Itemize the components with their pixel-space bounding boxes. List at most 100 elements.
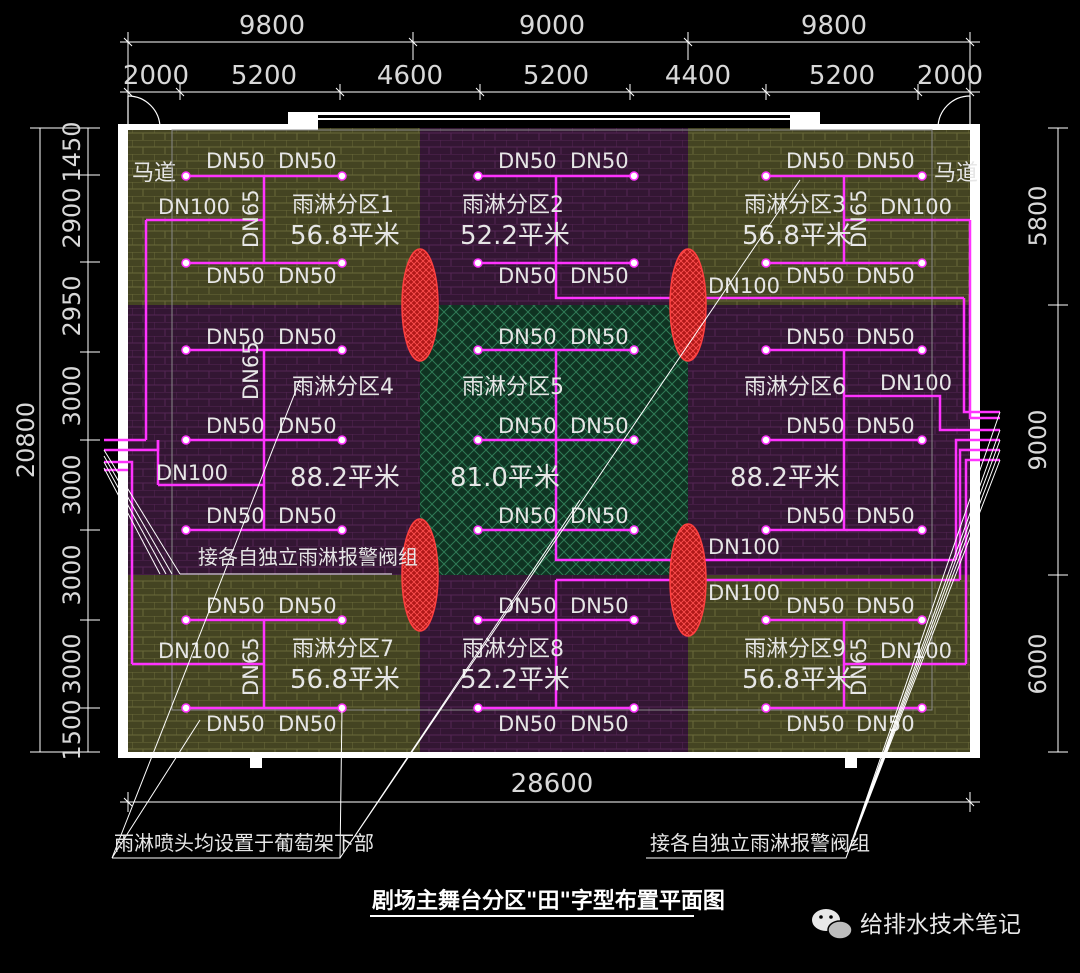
svg-text:DN50: DN50	[856, 504, 915, 528]
svg-text:DN50: DN50	[786, 325, 845, 349]
svg-text:DN50: DN50	[786, 149, 845, 173]
svg-text:DN50: DN50	[786, 594, 845, 618]
svg-text:DN50: DN50	[206, 325, 265, 349]
svg-text:DN50: DN50	[856, 594, 915, 618]
svg-text:DN50: DN50	[786, 264, 845, 288]
svg-text:DN50: DN50	[278, 712, 337, 736]
top-dim-2: 9000	[519, 11, 585, 41]
svg-text:DN50: DN50	[570, 325, 629, 349]
svg-text:DN50: DN50	[498, 325, 557, 349]
valve-markers	[401, 248, 707, 637]
svg-text:DN100: DN100	[156, 461, 228, 485]
zone-9-area: 56.8平米	[742, 665, 852, 695]
svg-text:DN50: DN50	[498, 149, 557, 173]
zone-2-name: 雨淋分区2	[462, 193, 564, 218]
catwalk-label-right: 马道	[934, 161, 978, 186]
svg-text:DN50: DN50	[786, 504, 845, 528]
sprinkler-pipes	[104, 174, 1000, 710]
left-dim-1: 1450	[58, 121, 86, 182]
left-total-dim: 20800	[12, 402, 40, 478]
svg-text:DN50: DN50	[278, 325, 337, 349]
svg-text:DN50: DN50	[570, 712, 629, 736]
top-dim-2-2: 5200	[231, 61, 297, 91]
zone-1-name: 雨淋分区1	[292, 193, 394, 218]
top-dim-2-1: 2000	[123, 61, 189, 91]
svg-text:DN50: DN50	[498, 594, 557, 618]
wechat-icon	[812, 909, 853, 940]
top-dim-2-4: 5200	[523, 61, 589, 91]
svg-text:DN50: DN50	[498, 414, 557, 438]
left-dim-4: 3000	[58, 365, 86, 426]
svg-text:DN100: DN100	[158, 195, 230, 219]
svg-text:DN65: DN65	[847, 637, 871, 696]
right-dim-2: 9000	[1024, 409, 1052, 470]
bottom-dim: 28600	[511, 769, 594, 799]
svg-text:DN100: DN100	[158, 639, 230, 663]
svg-text:DN50: DN50	[570, 149, 629, 173]
valve-note-right: 接各自独立雨淋报警阀组	[650, 831, 870, 855]
svg-text:DN50: DN50	[206, 414, 265, 438]
svg-text:DN50: DN50	[278, 414, 337, 438]
zone-3-name: 雨淋分区3	[744, 193, 846, 218]
svg-text:DN50: DN50	[570, 594, 629, 618]
zone-7-name: 雨淋分区7	[292, 637, 394, 662]
catwalk-label-left: 马道	[132, 161, 176, 186]
leader-lines	[103, 179, 1001, 859]
zone-8-area: 52.2平米	[460, 665, 570, 695]
drawing-title: 剧场主舞台分区"田"字型布置平面图	[372, 888, 725, 914]
top-dim-1: 9800	[239, 11, 305, 41]
svg-text:DN50: DN50	[278, 504, 337, 528]
sprinkler-heads	[181, 171, 927, 713]
left-dim-3: 2950	[58, 275, 86, 336]
svg-text:DN100: DN100	[708, 581, 780, 605]
svg-text:DN50: DN50	[206, 712, 265, 736]
left-dim-2: 2900	[58, 187, 86, 248]
left-dim-5: 3000	[58, 454, 86, 515]
zone-labels: 雨淋分区1 56.8平米 雨淋分区2 52.2平米 雨淋分区3 56.8平米 雨…	[290, 193, 852, 695]
svg-text:DN100: DN100	[880, 195, 952, 219]
svg-text:DN65: DN65	[239, 637, 263, 696]
svg-text:DN50: DN50	[570, 504, 629, 528]
valve-note-left: 接各自独立雨淋报警阀组	[198, 545, 418, 569]
zone-3-area: 56.8平米	[742, 221, 852, 251]
top-dim-2-7: 2000	[917, 61, 983, 91]
zone-4-area: 88.2平米	[290, 463, 400, 493]
sprinkler-note: 雨淋喷头均设置于葡萄架下部	[114, 831, 374, 855]
zone-1-area: 56.8平米	[290, 221, 400, 251]
zone-8-name: 雨淋分区8	[462, 637, 564, 662]
svg-text:DN50: DN50	[856, 149, 915, 173]
catwalk-outline	[171, 129, 933, 711]
svg-text:DN100: DN100	[880, 639, 952, 663]
zone-5-area: 81.0平米	[450, 463, 560, 493]
zone-6-name: 雨淋分区6	[744, 375, 846, 400]
svg-text:DN50: DN50	[570, 414, 629, 438]
svg-text:DN50: DN50	[278, 594, 337, 618]
svg-text:DN50: DN50	[786, 712, 845, 736]
zone-9-name: 雨淋分区9	[744, 637, 846, 662]
top-dim-3: 9800	[801, 11, 867, 41]
svg-text:DN100: DN100	[880, 371, 952, 395]
svg-text:DN65: DN65	[239, 341, 263, 400]
top-dim-2-5: 4400	[665, 61, 731, 91]
right-dim-3: 6000	[1024, 633, 1052, 694]
svg-text:DN50: DN50	[498, 712, 557, 736]
svg-text:DN50: DN50	[498, 504, 557, 528]
dimension-lines	[30, 32, 1068, 812]
walls	[118, 112, 980, 768]
svg-text:DN50: DN50	[570, 264, 629, 288]
svg-text:DN50: DN50	[856, 712, 915, 736]
svg-text:DN50: DN50	[856, 325, 915, 349]
top-dim-2-6: 5200	[809, 61, 875, 91]
svg-text:DN50: DN50	[786, 414, 845, 438]
svg-text:DN50: DN50	[498, 264, 557, 288]
zone-6-area: 88.2平米	[730, 463, 840, 493]
right-dim-1: 5800	[1024, 185, 1052, 246]
svg-text:DN50: DN50	[278, 264, 337, 288]
svg-text:DN50: DN50	[206, 149, 265, 173]
left-dim-8: 1500	[58, 699, 86, 760]
svg-text:DN100: DN100	[708, 535, 780, 559]
svg-text:DN50: DN50	[278, 149, 337, 173]
svg-text:DN50: DN50	[206, 504, 265, 528]
